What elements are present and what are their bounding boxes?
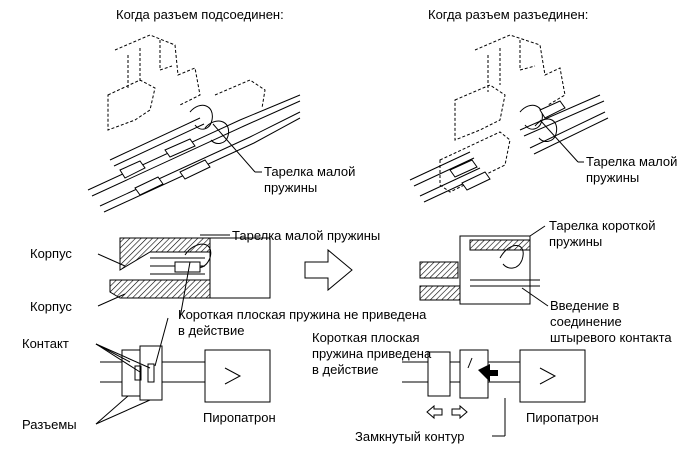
label-short-flat-spring-active: Короткая плоская пружина приведена в дей…	[312, 330, 432, 377]
label-short-flat-spring-not-active: Короткая плоская пружина не приведена в …	[178, 307, 427, 338]
label-squib-left: Пиропатрон	[203, 410, 276, 425]
label-housing-top: Корпус	[30, 246, 72, 261]
disconnected-connector-illustration	[409, 34, 609, 203]
label-closed-circuit: Замкнутый контур	[355, 429, 465, 444]
state-change-arrow	[304, 248, 353, 292]
label-contact: Контакт	[22, 336, 69, 351]
connected-connector-illustration	[87, 34, 301, 213]
label-connectors: Разъемы	[22, 417, 77, 432]
label-short-spring-plate: Тарелка короткой пружины	[549, 218, 656, 249]
circuit-connected	[95, 317, 271, 425]
label-small-spring-plate-left: Тарелка малой пружины	[264, 164, 356, 195]
heading-disconnected: Когда разъем разъединен:	[428, 7, 589, 22]
label-squib-right: Пиропатрон	[526, 410, 599, 425]
section-disconnected	[419, 225, 549, 307]
label-small-spring-plate-right: Тарелка малой пружины	[586, 154, 678, 185]
label-housing-bottom: Корпус	[30, 299, 72, 314]
label-small-spring-plate-section: Тарелка малой пружины	[232, 228, 381, 243]
circuit-disconnected	[402, 349, 586, 437]
heading-connected: Когда разъем подсоединен:	[116, 7, 284, 22]
section-connected	[97, 234, 271, 319]
label-pin-insertion: Введение в соединение штыревого контакта	[550, 298, 672, 345]
